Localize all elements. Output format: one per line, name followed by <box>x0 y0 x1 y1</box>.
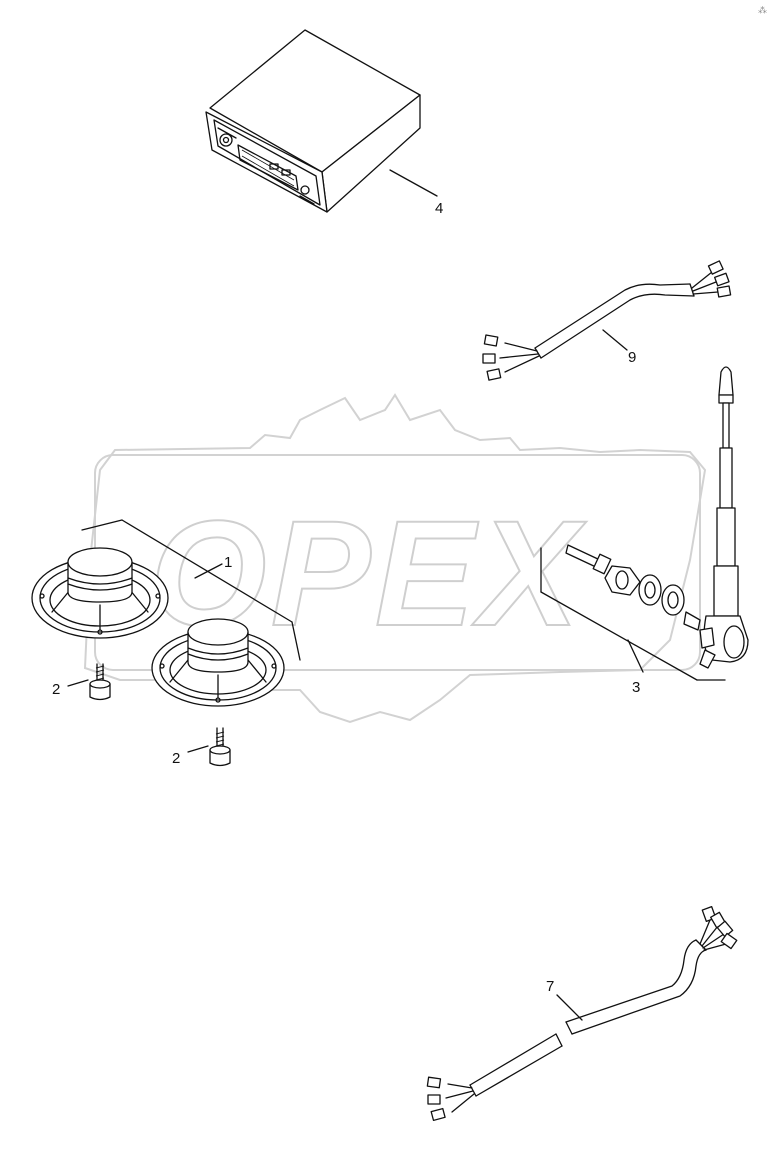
screw-right <box>209 727 231 767</box>
callout-label-2a: 2 <box>52 681 60 698</box>
callout-label-4: 4 <box>435 200 443 217</box>
antenna <box>565 366 749 669</box>
callout-label-3: 3 <box>632 679 640 696</box>
callout-1: 1 <box>81 519 301 661</box>
screw-left <box>89 663 111 701</box>
callout-7: 7 <box>546 978 583 1021</box>
radio-unit <box>205 29 421 213</box>
callout-2b: 2 <box>172 745 209 767</box>
speaker-right <box>151 618 285 707</box>
callout-9: 9 <box>602 329 636 366</box>
speaker-left <box>31 547 169 639</box>
callout-label-1: 1 <box>224 554 232 571</box>
callout-label-7: 7 <box>546 978 554 995</box>
callout-2a: 2 <box>52 679 89 698</box>
callout-label-9: 9 <box>628 349 636 366</box>
watermark-gear-icon <box>83 393 707 724</box>
short-harness <box>482 260 732 381</box>
callout-4: 4 <box>389 169 443 217</box>
corner-mark: ⁂ <box>758 5 767 16</box>
long-harness <box>426 906 738 1122</box>
callout-3: 3 <box>540 547 726 696</box>
callout-label-2b: 2 <box>172 750 180 767</box>
